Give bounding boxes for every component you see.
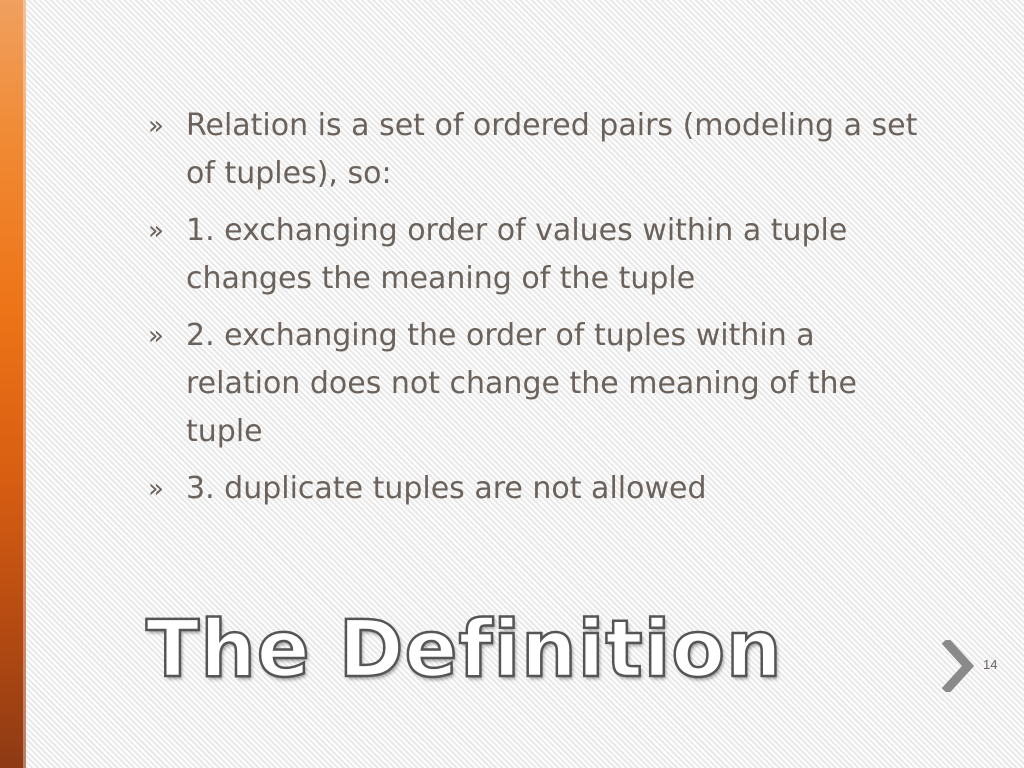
bullet-item: » 3. duplicate tuples are not allowed [148, 465, 928, 513]
bullet-marker: » [148, 111, 164, 141]
bullet-item: » Relation is a set of ordered pairs (mo… [148, 102, 928, 198]
bullet-list: » Relation is a set of ordered pairs (mo… [148, 102, 928, 522]
bullet-text: 3. duplicate tuples are not allowed [186, 471, 707, 506]
slide-title: The Definition [145, 604, 783, 697]
accent-side-bar [0, 0, 26, 768]
bullet-item: » 2. exchanging the order of tuples with… [148, 312, 928, 456]
bullet-marker: » [148, 216, 164, 246]
chevron-right-icon[interactable] [942, 640, 974, 692]
bullet-marker: » [148, 321, 164, 351]
bullet-text: 2. exchanging the order of tuples within… [186, 318, 857, 449]
bullet-text: 1. exchanging order of values within a t… [186, 213, 848, 296]
bullet-marker: » [148, 474, 164, 504]
page-number: 14 [983, 657, 998, 672]
bullet-text: Relation is a set of ordered pairs (mode… [186, 108, 918, 191]
bullet-item: » 1. exchanging order of values within a… [148, 207, 928, 303]
